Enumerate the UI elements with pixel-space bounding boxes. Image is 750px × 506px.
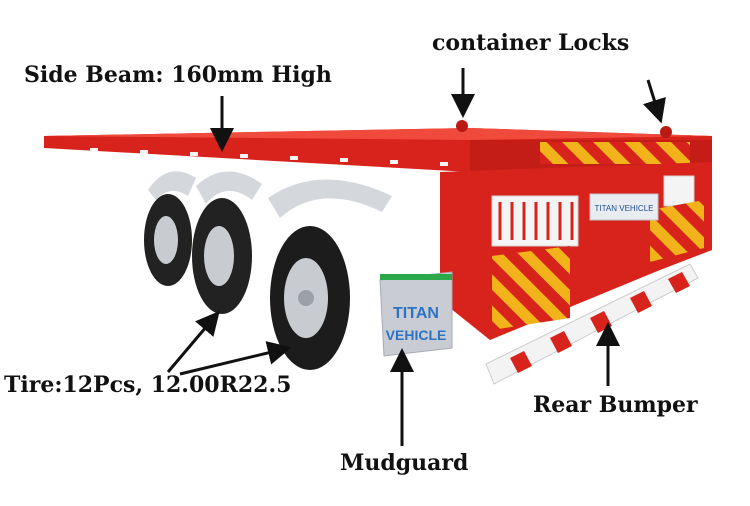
arrow-lock-right — [642, 79, 666, 124]
fenders — [148, 171, 392, 218]
mudguard-text-line1: TITAN — [393, 305, 439, 322]
annotation-arrows — [166, 68, 666, 446]
wheel-rear — [144, 194, 192, 286]
rear-frame: TITAN VEHICLE — [440, 162, 712, 340]
mudguard-text-line2: VEHICLE — [386, 327, 447, 343]
tire-label: Tire:12Pcs, 12.00R22.5 — [4, 372, 292, 398]
side-beam-label: Side Beam: 160mm High — [24, 62, 332, 88]
rear-bumper-label: Rear Bumper — [533, 392, 698, 418]
container-locks — [456, 120, 672, 138]
mudguard: TITAN VEHICLE — [379, 271, 453, 357]
rear-bumper — [485, 263, 699, 385]
rear-plate-text: TITAN VEHICLE — [595, 204, 654, 213]
arrow-tire-middle — [166, 310, 220, 373]
wheel-middle — [192, 198, 252, 314]
arrow-tire-front — [179, 341, 292, 376]
mudguard-label: Mudguard — [340, 450, 469, 476]
flatbed-deck — [44, 128, 712, 172]
container-locks-label: container Locks — [432, 30, 630, 56]
wheel-front — [270, 226, 350, 370]
